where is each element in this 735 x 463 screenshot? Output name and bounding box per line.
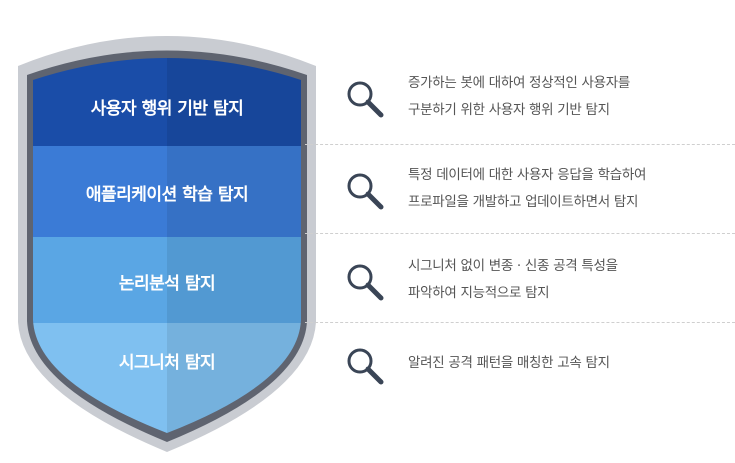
description-line: 시그니처 없이 변종 · 신종 공격 특성을: [408, 258, 618, 274]
layer-label-signature: 시그니처 탐지: [118, 353, 216, 373]
magnifier-icon: [347, 173, 384, 210]
description-line: 프로파일을 개발하고 업데이트하면서 탐지: [408, 194, 639, 210]
description-line: 알려진 공격 패턴을 매칭한 고속 탐지: [408, 355, 610, 371]
magnifier-icon: [347, 264, 384, 301]
description-line: 파악하여 지능적으로 탐지: [408, 285, 550, 301]
shield-shade: [167, 58, 301, 433]
shield-layer-1: [33, 58, 301, 146]
description-line: 구분하기 위한 사용자 행위 기반 탐지: [408, 102, 610, 118]
description-text-3: 시그니처 없이 변종 · 신종 공격 특성을 파악하여 지능적으로 탐지: [408, 253, 728, 307]
description-text-4: 알려진 공격 패턴을 매칭한 고속 탐지: [408, 350, 728, 377]
divider-2: [305, 233, 735, 234]
description-line: 증가하는 봇에 대하여 정상적인 사용자를: [408, 75, 631, 91]
divider-3: [305, 322, 735, 323]
shield-layer-3: [33, 237, 301, 323]
magnifier-icon: [347, 348, 384, 385]
shield-layer-2: [33, 146, 301, 237]
layer-label-application: 애플리케이션 학습 탐지: [85, 185, 249, 205]
layer-label-behavior: 사용자 행위 기반 탐지: [90, 99, 244, 119]
divider-1: [305, 144, 735, 145]
description-text-1: 증가하는 봇에 대하여 정상적인 사용자를 구분하기 위한 사용자 행위 기반 …: [408, 70, 728, 124]
description-line: 특정 데이터에 대한 사용자 응답을 학습하여: [408, 167, 647, 183]
description-text-2: 특정 데이터에 대한 사용자 응답을 학습하여 프로파일을 개발하고 업데이트하…: [408, 162, 728, 216]
layer-label-logic: 논리분석 탐지: [118, 274, 216, 294]
magnifier-icon: [347, 81, 384, 118]
